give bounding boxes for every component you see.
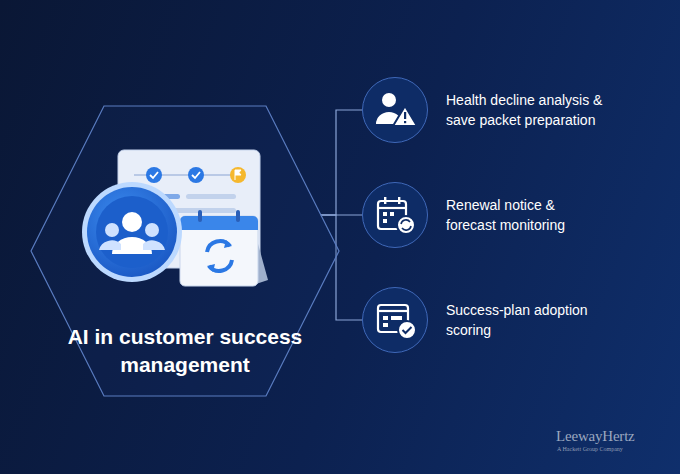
item-label: Success-plan adoption scoring — [446, 300, 606, 340]
item-label: Renewal notice & forecast monitoring — [446, 195, 596, 235]
watermark: A Hackett Group Company — [557, 446, 623, 452]
branch-connector — [321, 110, 362, 215]
watermark: LeewayHertz — [556, 428, 635, 445]
diagram-title: AI in customer success management — [50, 323, 320, 379]
icon-circle: Renewal notice & forecast monitoring — [362, 182, 428, 248]
icon-circle: Success-plan adoption scoring — [362, 287, 428, 353]
item-label: Health decline analysis & save packet pr… — [446, 90, 626, 130]
hexagon-panel: AI in customer success management — [30, 105, 340, 397]
icon-circle: Health decline analysis & save packet pr… — [362, 77, 428, 143]
